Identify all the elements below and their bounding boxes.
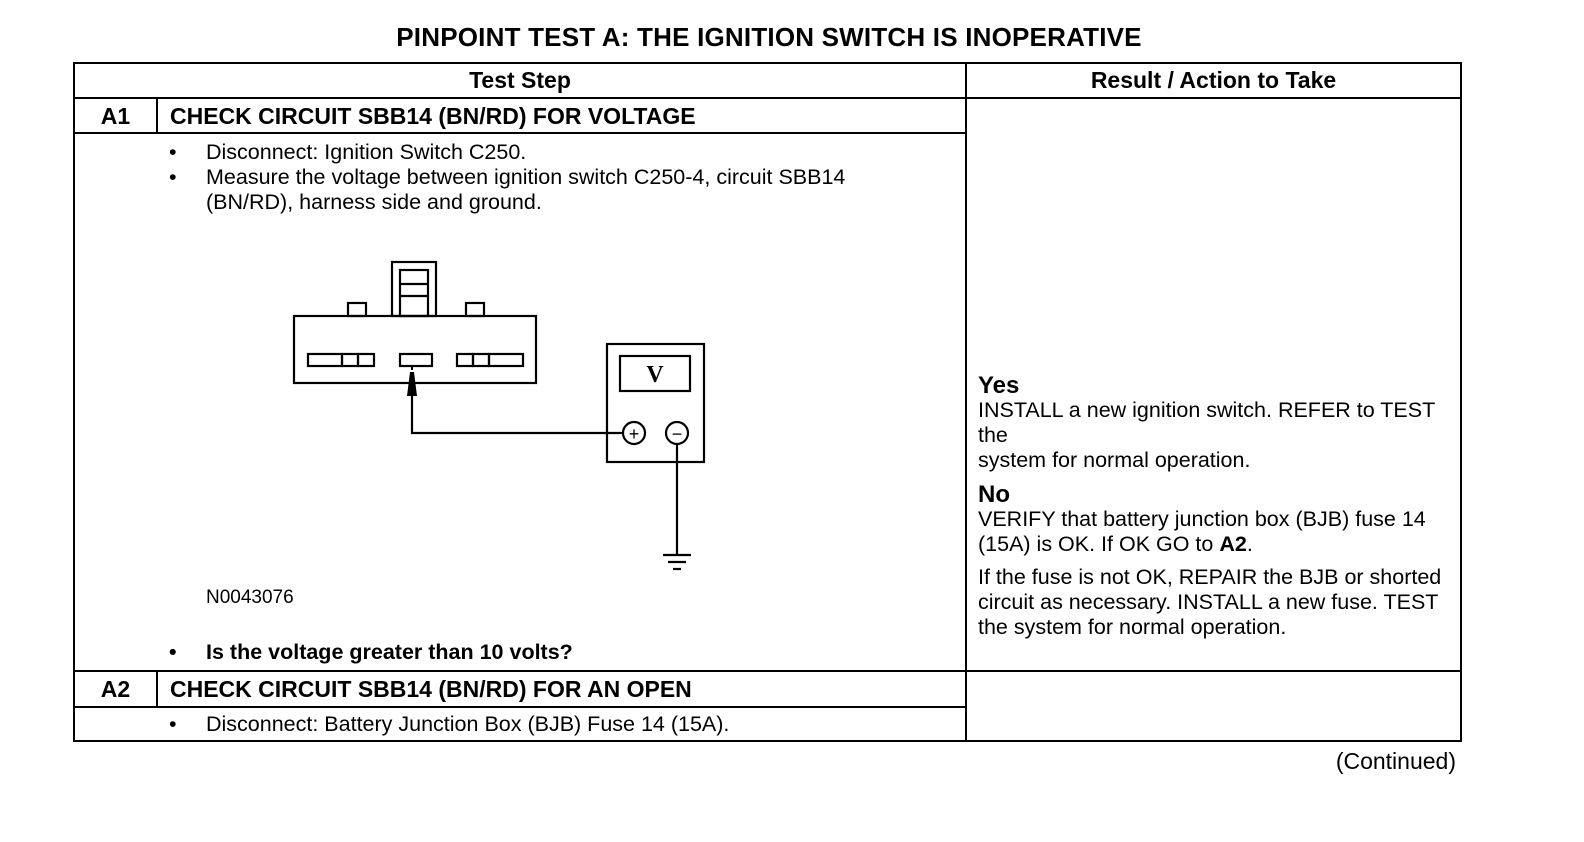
step-title-a1: CHECK CIRCUIT SBB14 (BN/RD) FOR VOLTAGE (170, 103, 696, 129)
a1-question-text: Is the voltage greater than 10 volts? (206, 640, 573, 664)
step-id-a2: A2 (100, 676, 131, 702)
yes-action: INSTALL a new ignition switch. REFER to … (978, 398, 1435, 447)
plus-symbol: + (629, 424, 640, 444)
test-table (73, 62, 1462, 742)
a1-result: Yes INSTALL a new ignition switch. REFER… (978, 372, 1456, 640)
a1-title-divider (73, 132, 966, 134)
a2-title-divider (73, 706, 966, 708)
no-action-text: VERIFY that battery junction box (BJB) f… (978, 507, 1426, 556)
a2-row-divider (73, 670, 1462, 672)
probe-tip (407, 372, 417, 396)
figure-id: N0043076 (206, 587, 294, 608)
header-test-step: Test Step (469, 67, 571, 93)
a1-instructions: Disconnect: Ignition Switch C250. Measur… (166, 140, 926, 215)
header-result-action: Result / Action to Take (1090, 67, 1337, 93)
yes-action-2: system for normal operation. (978, 448, 1251, 472)
a1-question: • Is the voltage greater than 10 volts? (166, 640, 573, 665)
goto-a2-link[interactable]: A2 (1219, 532, 1247, 556)
bullet: • (169, 640, 177, 664)
continued-label: (Continued) (1335, 748, 1456, 774)
no-fuse-action: If the fuse is not OK, REPAIR the BJB or… (978, 565, 1442, 639)
no-action-end: . (1246, 532, 1253, 556)
step-title-a2: CHECK CIRCUIT SBB14 (BN/RD) FOR AN OPEN (170, 676, 692, 702)
a1-step-1: Disconnect: Ignition Switch C250. (166, 140, 926, 165)
a2-step-1: Disconnect: Battery Junction Box (BJB) F… (166, 712, 926, 737)
column-divider (965, 62, 967, 742)
a1-id-divider (156, 97, 158, 134)
voltage-symbol: V (646, 362, 664, 388)
voltmeter-diagram: V + − (292, 260, 706, 571)
a2-instructions: Disconnect: Battery Junction Box (BJB) F… (166, 712, 926, 737)
ground-icon (663, 553, 691, 571)
header-divider (73, 97, 1462, 99)
a1-step-2: Measure the voltage between ignition swi… (166, 165, 926, 215)
connector-body (292, 314, 538, 385)
no-label: No (978, 481, 1010, 508)
voltmeter (605, 342, 706, 464)
no-action: VERIFY that battery junction box (BJB) f… (978, 507, 1456, 557)
step-id-a1: A1 (100, 103, 131, 129)
yes-label: Yes (978, 372, 1020, 399)
a2-id-divider (156, 670, 158, 708)
page-title: PINPOINT TEST A: THE IGNITION SWITCH IS … (396, 22, 1142, 52)
minus-symbol: − (672, 424, 683, 444)
